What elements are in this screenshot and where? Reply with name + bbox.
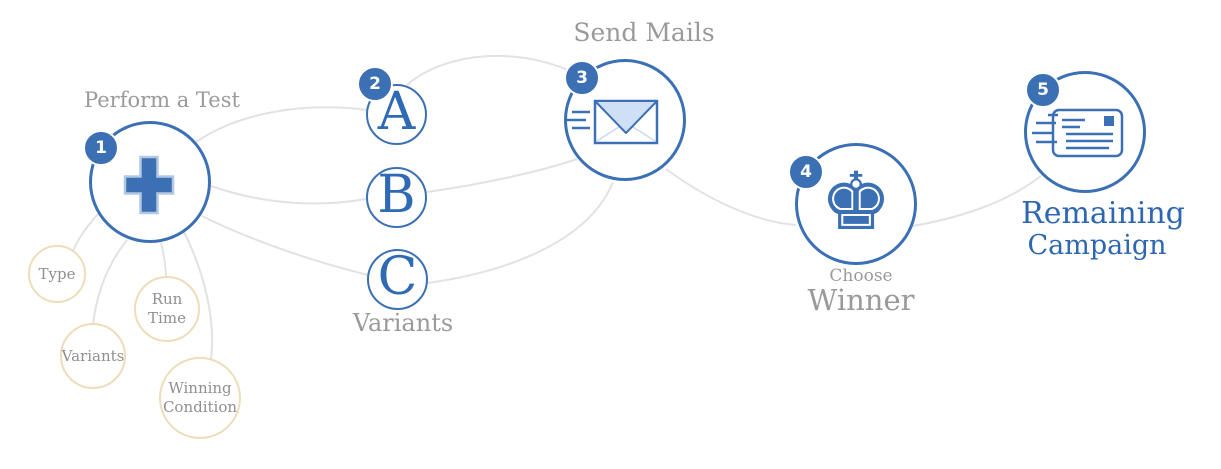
variant-c-letter: C: [377, 246, 418, 307]
option-winning-condition: Winning Condition: [159, 357, 241, 439]
envelope-icon: [566, 99, 659, 145]
connector-variant-a-step3: [406, 54, 584, 86]
plus-icon: [123, 155, 175, 215]
step1-label: Perform a Test: [84, 88, 240, 112]
chess-king-icon: ♚: [820, 155, 892, 248]
connector-step3-step4: [665, 168, 797, 226]
step2-label: Variants: [352, 309, 454, 337]
connector-step1-type: [72, 213, 99, 252]
connector-step1-variant-b: [210, 185, 367, 205]
variant-a-node: A: [366, 84, 427, 145]
connector-variant-b-step3: [426, 158, 578, 193]
step3-badge: 3: [564, 60, 600, 96]
option-winning-condition-label: Winning Condition: [162, 379, 238, 416]
variant-c-node: C: [367, 249, 428, 310]
step5-node: [1024, 71, 1146, 193]
connector-variant-c-step3: [427, 181, 614, 284]
step5-label-line2: Campaign: [1027, 230, 1167, 261]
option-type: Type: [28, 245, 86, 303]
option-run-time: Run Time: [134, 276, 200, 342]
step3-node: [564, 59, 686, 181]
step5-badge: 5: [1025, 72, 1061, 108]
step2-badge: 2: [357, 66, 393, 102]
connector-step1-variant-a: [195, 106, 368, 143]
variant-b-node: B: [366, 167, 427, 228]
connector-step4-step5: [912, 175, 1042, 227]
step5-label-line1: Remaining: [1021, 196, 1185, 231]
step4-label-line2: Winner: [807, 283, 915, 317]
option-type-label: Type: [38, 264, 76, 283]
postcard-icon: [1032, 108, 1124, 158]
option-run-time-label: Run Time: [148, 290, 186, 327]
step4-badge: 4: [788, 154, 824, 190]
connector-step1-winning: [183, 231, 214, 360]
connector-step1-runtime: [160, 242, 167, 277]
connector-step1-variants-option: [92, 239, 128, 325]
option-variants-label: Variants: [61, 346, 125, 365]
step4-label-line1: Choose: [829, 266, 893, 286]
step1-badge: 1: [83, 130, 119, 166]
variant-b-letter: B: [377, 164, 416, 225]
option-variants: Variants: [60, 323, 126, 389]
step3-label: Send Mails: [573, 18, 715, 47]
connector-step1-variant-c: [201, 215, 369, 276]
